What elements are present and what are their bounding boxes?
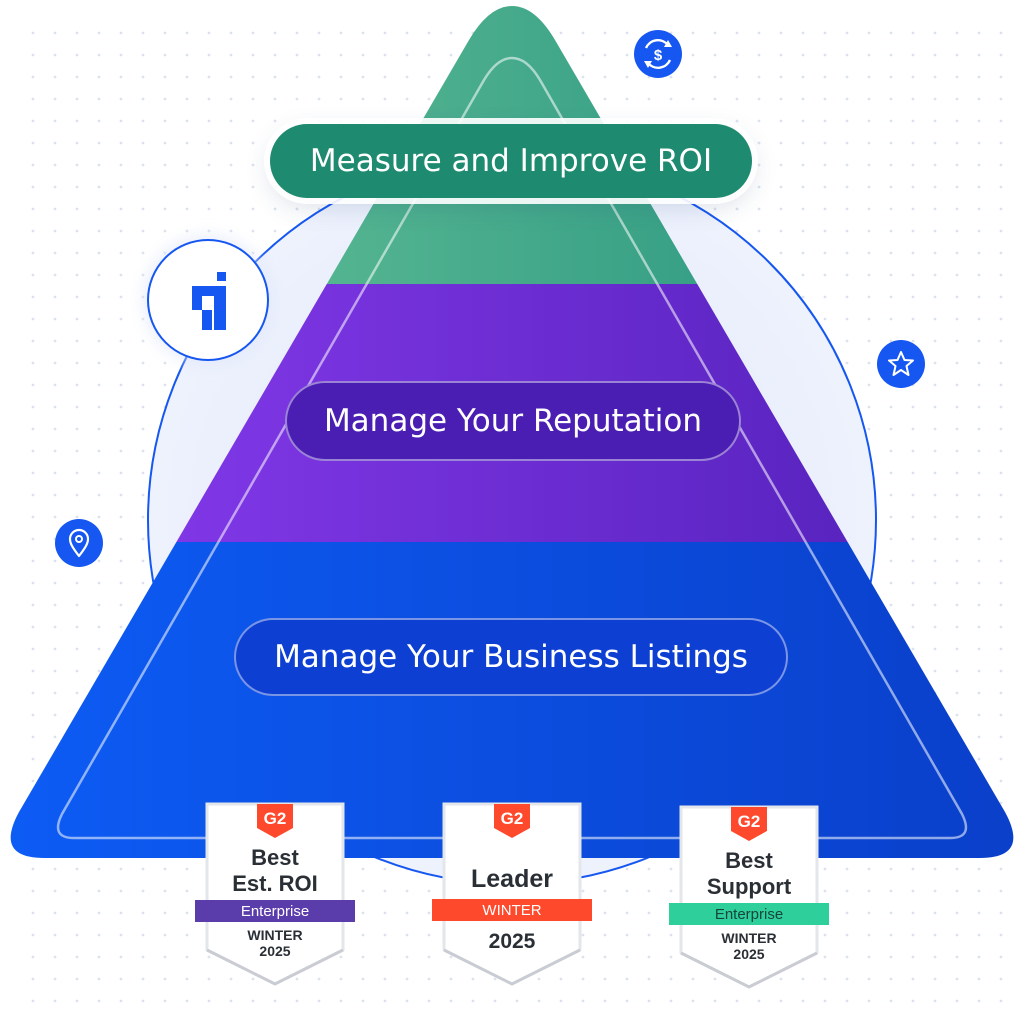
dollar-exchange-icon: $ — [634, 30, 682, 78]
g2-logo-icon: G2 — [737, 812, 761, 831]
badge-title-line2: Est. ROI — [232, 871, 318, 896]
badge-title-line2: Support — [706, 874, 792, 899]
g2-badge-best-est-roi: G2 Best Est. ROI Enterprise WINTER 2025 — [195, 800, 355, 990]
svg-text:$: $ — [654, 47, 663, 64]
badge-title-line1: Best — [251, 845, 299, 870]
tier-bottom-label: Manage Your Business Listings — [234, 618, 788, 696]
g2-badge-best-support: G2 Best Support Enterprise WINTER 2025 — [669, 803, 829, 993]
star-icon — [877, 340, 925, 388]
badge-season-line1: WINTER — [247, 927, 303, 943]
badge-season-line1: 2025 — [488, 930, 536, 953]
g2-badge-leader: G2 Leader WINTER 2025 — [432, 800, 592, 990]
badge-ribbon: WINTER — [432, 899, 592, 921]
badge-shield — [669, 805, 829, 989]
badge-ribbon: Enterprise — [195, 900, 355, 922]
g2-logo-icon: G2 — [500, 809, 524, 828]
badge-title-line1: Best — [725, 848, 773, 873]
badge-season-line1: WINTER — [721, 930, 777, 946]
tier-top-label: Measure and Improve ROI — [270, 124, 752, 198]
badge-season-line2: 2025 — [259, 943, 291, 959]
brand-logo-icon — [144, 236, 272, 364]
g2-logo-icon: G2 — [263, 809, 287, 828]
badge-ribbon: Enterprise — [669, 903, 829, 925]
badge-title-line1: Leader — [471, 865, 553, 893]
tier-middle-label: Manage Your Reputation — [285, 381, 741, 461]
location-pin-icon — [55, 519, 103, 567]
badge-season-line2: 2025 — [733, 946, 765, 962]
badge-shield — [195, 802, 355, 986]
badge-shield — [432, 802, 592, 986]
